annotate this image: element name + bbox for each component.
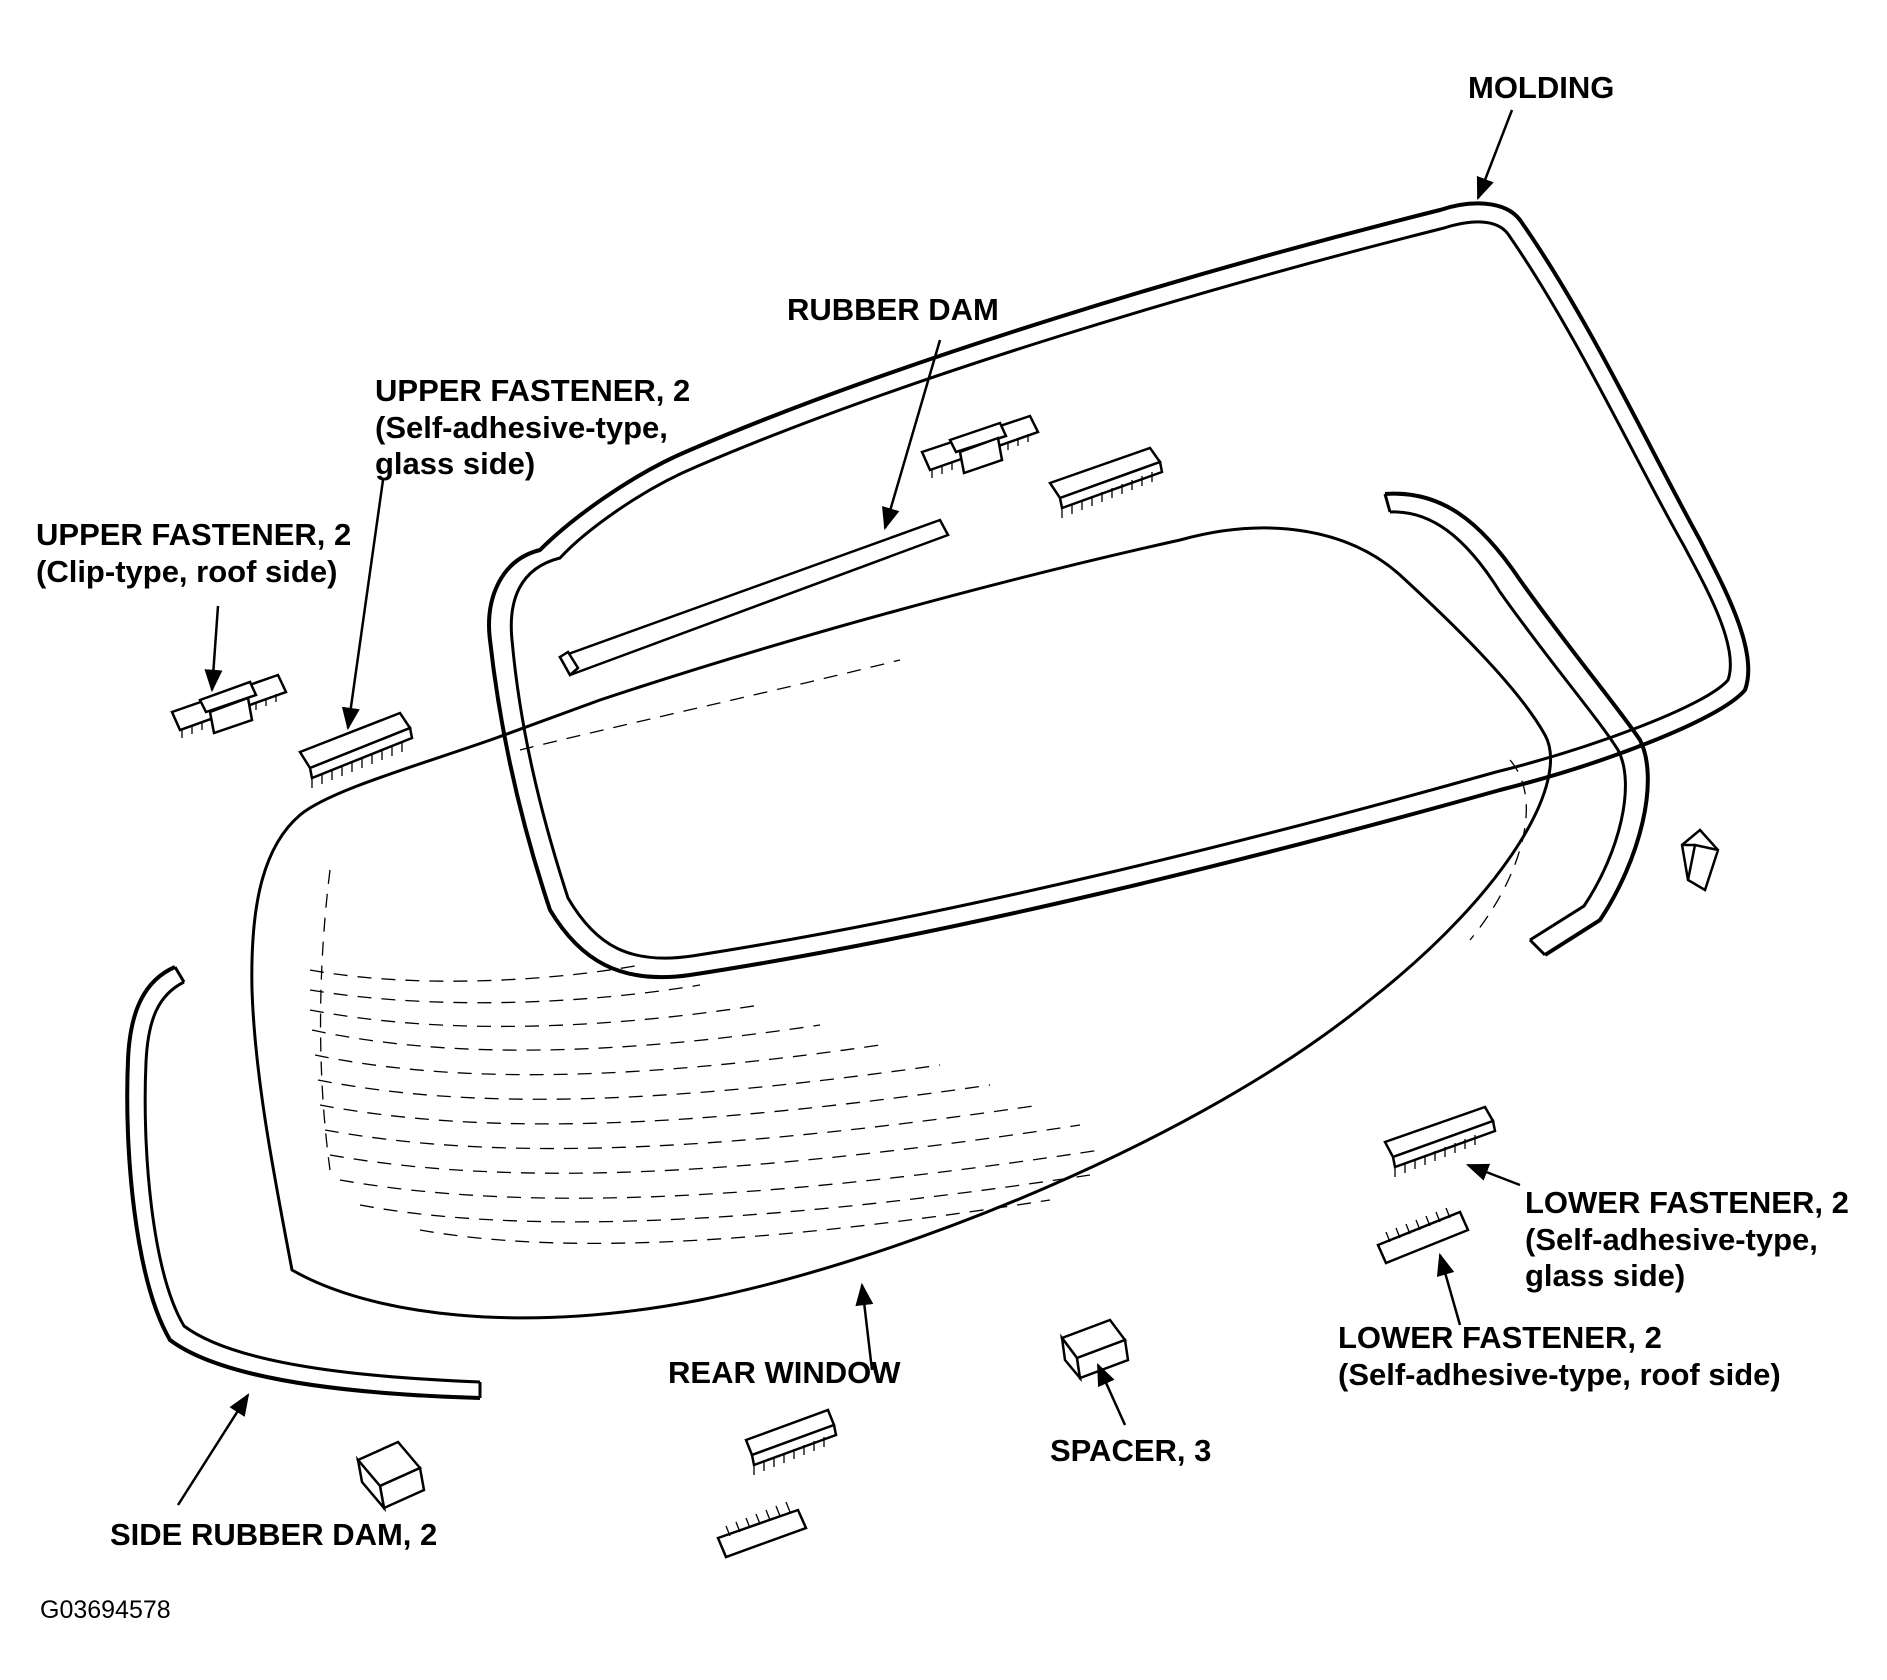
label-lower-fastener-roof: LOWER FASTENER, 2 (Self-adhesive-type, r… <box>1338 1320 1781 1393</box>
rear-window-defroster-lines <box>309 659 1527 1245</box>
label-line: UPPER FASTENER, 2 <box>36 517 352 552</box>
arrow-upper-fastener-glass <box>341 479 385 731</box>
label-upper-fastener-glass: UPPER FASTENER, 2 (Self-adhesive-type, g… <box>375 373 690 483</box>
label-line: (Self-adhesive-type, roof side) <box>1338 1356 1781 1392</box>
arrow-lower-fastener-glass <box>1465 1163 1521 1187</box>
label-line: glass side) <box>1525 1258 1686 1294</box>
label-spacer: SPACER, 3 <box>1050 1433 1212 1468</box>
lower-fastener-glass-right <box>1383 1105 1497 1177</box>
label-line: LOWER FASTENER, 2 <box>1525 1185 1849 1220</box>
side-rubber-dam-right <box>1383 491 1650 957</box>
arrow-rubber-dam <box>882 339 942 531</box>
label-lower-fastener-glass: LOWER FASTENER, 2 (Self-adhesive-type, g… <box>1525 1185 1849 1295</box>
rubber-dam <box>558 518 950 677</box>
lower-fastener-glass-left <box>744 1408 838 1475</box>
rear-window-glass <box>250 526 1553 1320</box>
label-line: (Self-adhesive-type, <box>1525 1221 1818 1257</box>
molding <box>487 201 1751 980</box>
label-upper-fastener-clip: UPPER FASTENER, 2 (Clip-type, roof side) <box>36 517 351 590</box>
lower-fastener-roof-left <box>716 1501 808 1559</box>
label-side-rubber-dam: SIDE RUBBER DAM, 2 <box>110 1517 438 1552</box>
arrow-lower-fastener-roof <box>1436 1252 1462 1326</box>
spacer-middle <box>1059 1318 1130 1383</box>
label-molding: MOLDING <box>1468 70 1615 105</box>
arrow-rear-window <box>855 1282 874 1371</box>
upper-fastener-glass-left <box>298 711 414 788</box>
label-line: UPPER FASTENER, 2 <box>375 373 691 408</box>
spacer-left <box>355 1440 426 1513</box>
arrow-side-rubber-dam <box>176 1393 250 1506</box>
upper-fastener-clip-right <box>920 414 1040 478</box>
arrow-molding <box>1476 109 1514 201</box>
arrow-upper-fastener-clip <box>204 605 223 693</box>
arrow-spacer <box>1096 1362 1127 1426</box>
upper-fastener-glass-right <box>1048 446 1164 518</box>
label-line: (Self-adhesive-type, <box>375 409 668 445</box>
side-rubber-dam-left <box>125 965 482 1400</box>
label-rear-window: REAR WINDOW <box>668 1355 901 1390</box>
label-line: (Clip-type, roof side) <box>36 553 338 589</box>
spacer-right <box>1680 828 1720 892</box>
label-rubber-dam: RUBBER DAM <box>787 292 999 327</box>
label-line: LOWER FASTENER, 2 <box>1338 1320 1662 1355</box>
leader-arrows <box>176 109 1521 1506</box>
figure-code: G03694578 <box>40 1596 171 1624</box>
upper-fastener-clip-left <box>170 673 288 738</box>
lower-fastener-roof-right <box>1376 1207 1470 1265</box>
label-line: glass side) <box>375 446 536 482</box>
